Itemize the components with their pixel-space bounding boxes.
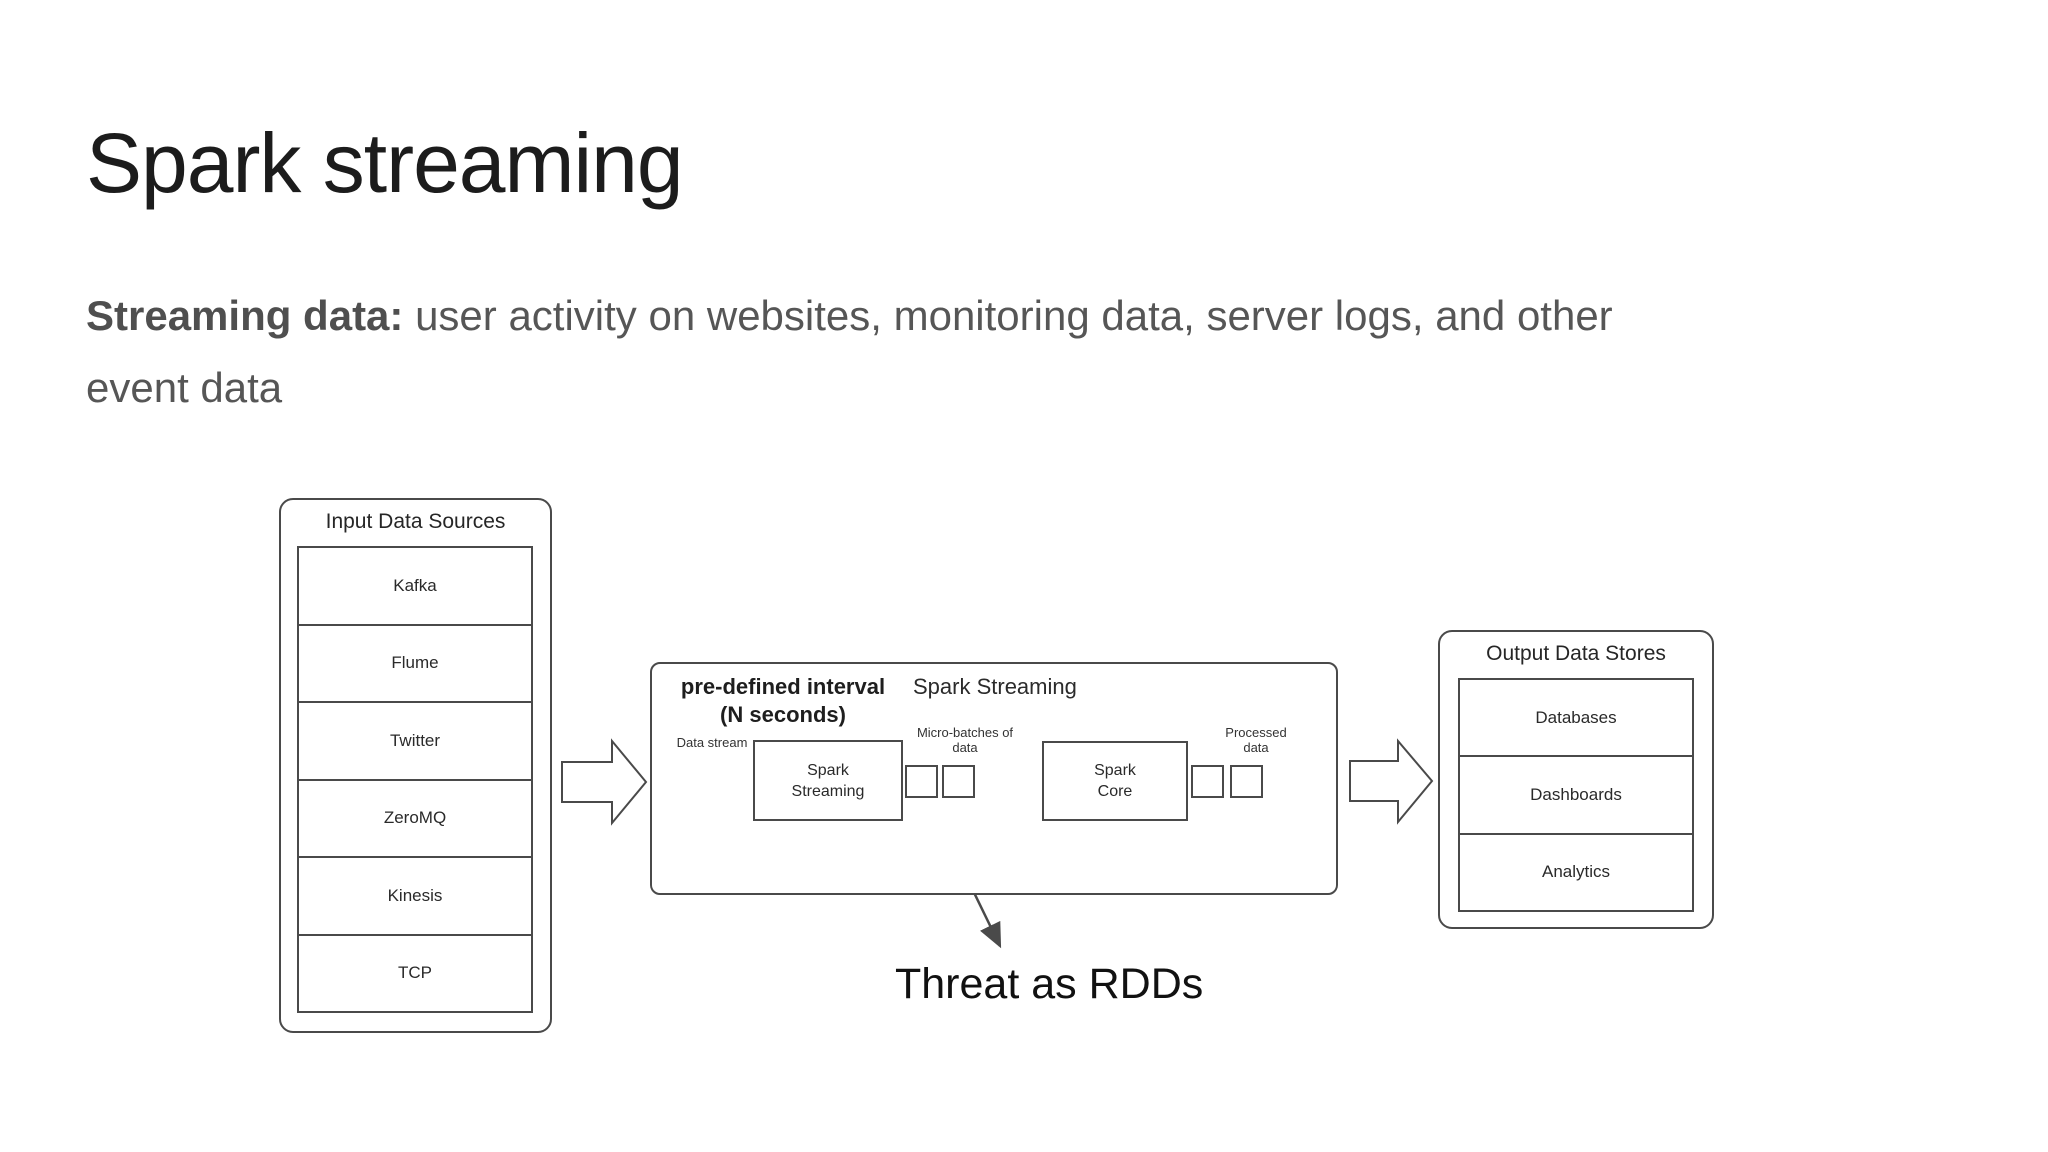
data-stream-label: Data stream [676,735,748,750]
micro-batch-square-1 [905,765,938,798]
output-stores-title: Output Data Stores [1486,642,1666,665]
input-source-item-twitter: Twitter [299,701,531,779]
annotation-threat-as-rdds: Threat as RDDs [895,960,1204,1008]
subtitle-line-2: event data [86,364,283,411]
subtitle-line1-rest: user activity on websites, monitoring da… [403,292,1613,339]
processed-data-square-2 [1230,765,1263,798]
micro-batches-label: Micro-batches of data [916,725,1014,755]
input-to-pipeline-arrow [561,738,648,826]
micro-batch-square-2 [942,765,975,798]
output-store-item-analytics: Analytics [1460,832,1692,910]
processed-data-label: Processed data [1225,725,1287,755]
page-title: Spark streaming [86,116,684,210]
output-stores-list: Databases Dashboards Analytics [1458,678,1694,912]
input-sources-list: Kafka Flume Twitter ZeroMQ Kinesis TCP [297,546,533,1013]
output-store-item-dashboards: Dashboards [1460,755,1692,832]
subtitle-line-1: Streaming data: user activity on website… [86,280,1986,352]
output-store-item-databases: Databases [1535,707,1617,727]
interval-note: pre-defined interval (N seconds) [680,674,886,727]
spark-core-node: Spark Core [1042,741,1188,821]
input-source-item-zeromq: ZeroMQ [299,778,531,857]
input-source-item-tcp: TCP [299,933,531,1012]
subtitle-bold-lead: Streaming data: [86,292,404,339]
spark-streaming-node: Spark Streaming [753,740,903,821]
pipeline-title: Spark Streaming [913,674,1077,699]
pipeline-to-output-arrow [1349,738,1434,825]
input-source-item-kafka: Kafka [393,575,437,595]
input-source-item-flume: Flume [299,623,531,702]
input-source-item-kinesis: Kinesis [299,856,531,934]
subtitle: Streaming data: user activity on website… [86,280,1986,424]
processed-data-square-1 [1191,765,1224,798]
input-sources-title: Input Data Sources [325,510,506,533]
